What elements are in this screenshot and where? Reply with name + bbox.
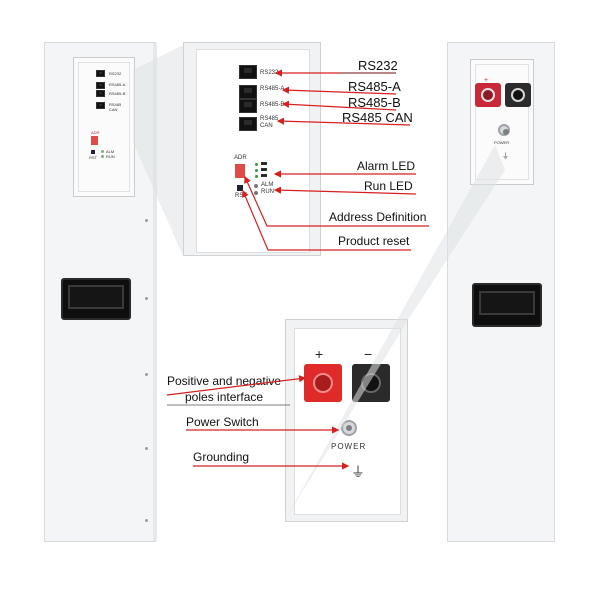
left-rs485a-label: RS485-A [109,82,126,87]
callout-product-reset: Product reset [338,234,410,248]
power-label: POWER [331,442,367,451]
plus-sign: + [315,346,324,362]
right-power-panel: + POWER ⏚ [470,59,534,185]
left-mount-screw-4 [145,447,148,450]
right-power-button[interactable] [498,124,510,136]
left-rst-label: RST [89,155,97,160]
left-mount-screw-1 [145,219,148,222]
callout-rs485a: RS485-A [348,79,401,94]
adr-label: ADR [234,155,247,161]
left-adr-label: ADR [91,130,100,135]
callout-grounding: Grounding [193,450,250,464]
right-cabinet-handle[interactable] [472,283,542,327]
left-run-label: RUN [106,154,115,159]
right-negative-terminal[interactable] [505,83,531,107]
left-comm-panel: RS232 RS485-A RS485-B RS485 CAN ADR RST … [73,57,135,197]
address-dip-switch[interactable] [235,164,245,178]
left-rs485a-port[interactable] [96,82,105,89]
negative-terminal-ring [361,373,381,393]
left-run-led [101,155,104,158]
indicator-led-1 [255,163,258,166]
right-power-label: POWER [494,140,510,145]
left-battery-cabinet: RS232 RS485-A RS485-B RS485 CAN ADR RST … [44,42,157,542]
callout-power-switch: Power Switch [186,415,259,429]
right-battery-cabinet: + POWER ⏚ [447,42,555,542]
indicator-bar-3 [261,174,267,177]
left-mount-screw-2 [145,297,148,300]
left-rs485-can-label-1: RS485 [109,102,122,107]
positive-terminal-ring [313,373,333,393]
indicator-led-3 [255,175,258,178]
left-address-dip-switch[interactable] [91,136,98,145]
power-switch-button[interactable] [341,420,357,436]
right-positive-terminal-ring [481,88,495,102]
callout-rs485can: RS485 CAN [342,110,413,125]
ground-icon: ⏚ [351,464,365,480]
rs485-can-port[interactable] [239,117,257,131]
run-label: RUN [261,189,274,195]
left-mount-screw-5 [145,519,148,522]
positive-terminal[interactable] [304,364,342,402]
callout-rs485b: RS485-B [348,95,401,110]
left-alm-led [101,150,104,153]
alm-led [254,184,258,188]
left-cabinet-handle[interactable] [61,278,131,320]
callout-address-definition: Address Definition [329,210,427,224]
rs485-can-port-label-1: RS485 [260,116,279,122]
left-rs485b-port[interactable] [96,90,105,97]
callout-poles-line2: poles interface [185,390,264,404]
alm-label: ALM [261,182,274,188]
right-plus-sign: + [484,77,489,84]
callout-alarm-led: Alarm LED [357,159,416,173]
callout-poles-line1: Positive and negative [167,374,282,388]
negative-terminal[interactable] [352,364,390,402]
rs485-can-port-label-2: CAN [260,123,273,129]
indicator-bar-2 [261,168,267,171]
right-positive-terminal[interactable] [475,83,501,107]
left-comm-panel-inner [78,62,130,192]
right-handle-grip [479,290,535,316]
rs485a-port[interactable] [239,85,257,99]
rs232-port-label: RS232 [260,70,279,76]
callout-rs232: RS232 [358,58,398,73]
indicator-led-2 [255,169,258,172]
rs485b-port[interactable] [239,99,257,113]
right-ground-symbol: ⏚ [502,153,509,160]
left-rs485-can-label-2: CAN [109,107,118,112]
left-mount-screw-3 [145,373,148,376]
left-handle-grip [68,285,124,309]
reset-button[interactable] [237,185,243,191]
rs485a-port-label: RS485-A [260,86,285,92]
rst-label: RST [235,193,247,199]
run-led [254,191,258,195]
left-can-port[interactable] [96,102,105,109]
right-negative-terminal-ring [511,88,525,102]
minus-sign: − [364,346,373,362]
indicator-bar-1 [261,162,267,165]
comm-panel-zoom: RS232 RS485-A RS485-B RS485 CAN ADR ALM … [183,42,321,256]
left-rs232-port[interactable] [96,70,105,77]
left-reset-button[interactable] [91,150,95,154]
rs232-port[interactable] [239,65,257,79]
comm-panel-zoom-well [196,49,310,253]
left-alm-label: ALM [106,149,115,154]
left-cabinet-side-edge [153,43,157,541]
power-panel-zoom: + − POWER ⏚ [285,319,408,522]
callout-run-led: Run LED [364,179,413,193]
rs485b-port-label: RS485-B [260,102,285,108]
left-rs232-label: RS232 [109,71,122,76]
left-rs485b-label: RS485-B [109,91,126,96]
